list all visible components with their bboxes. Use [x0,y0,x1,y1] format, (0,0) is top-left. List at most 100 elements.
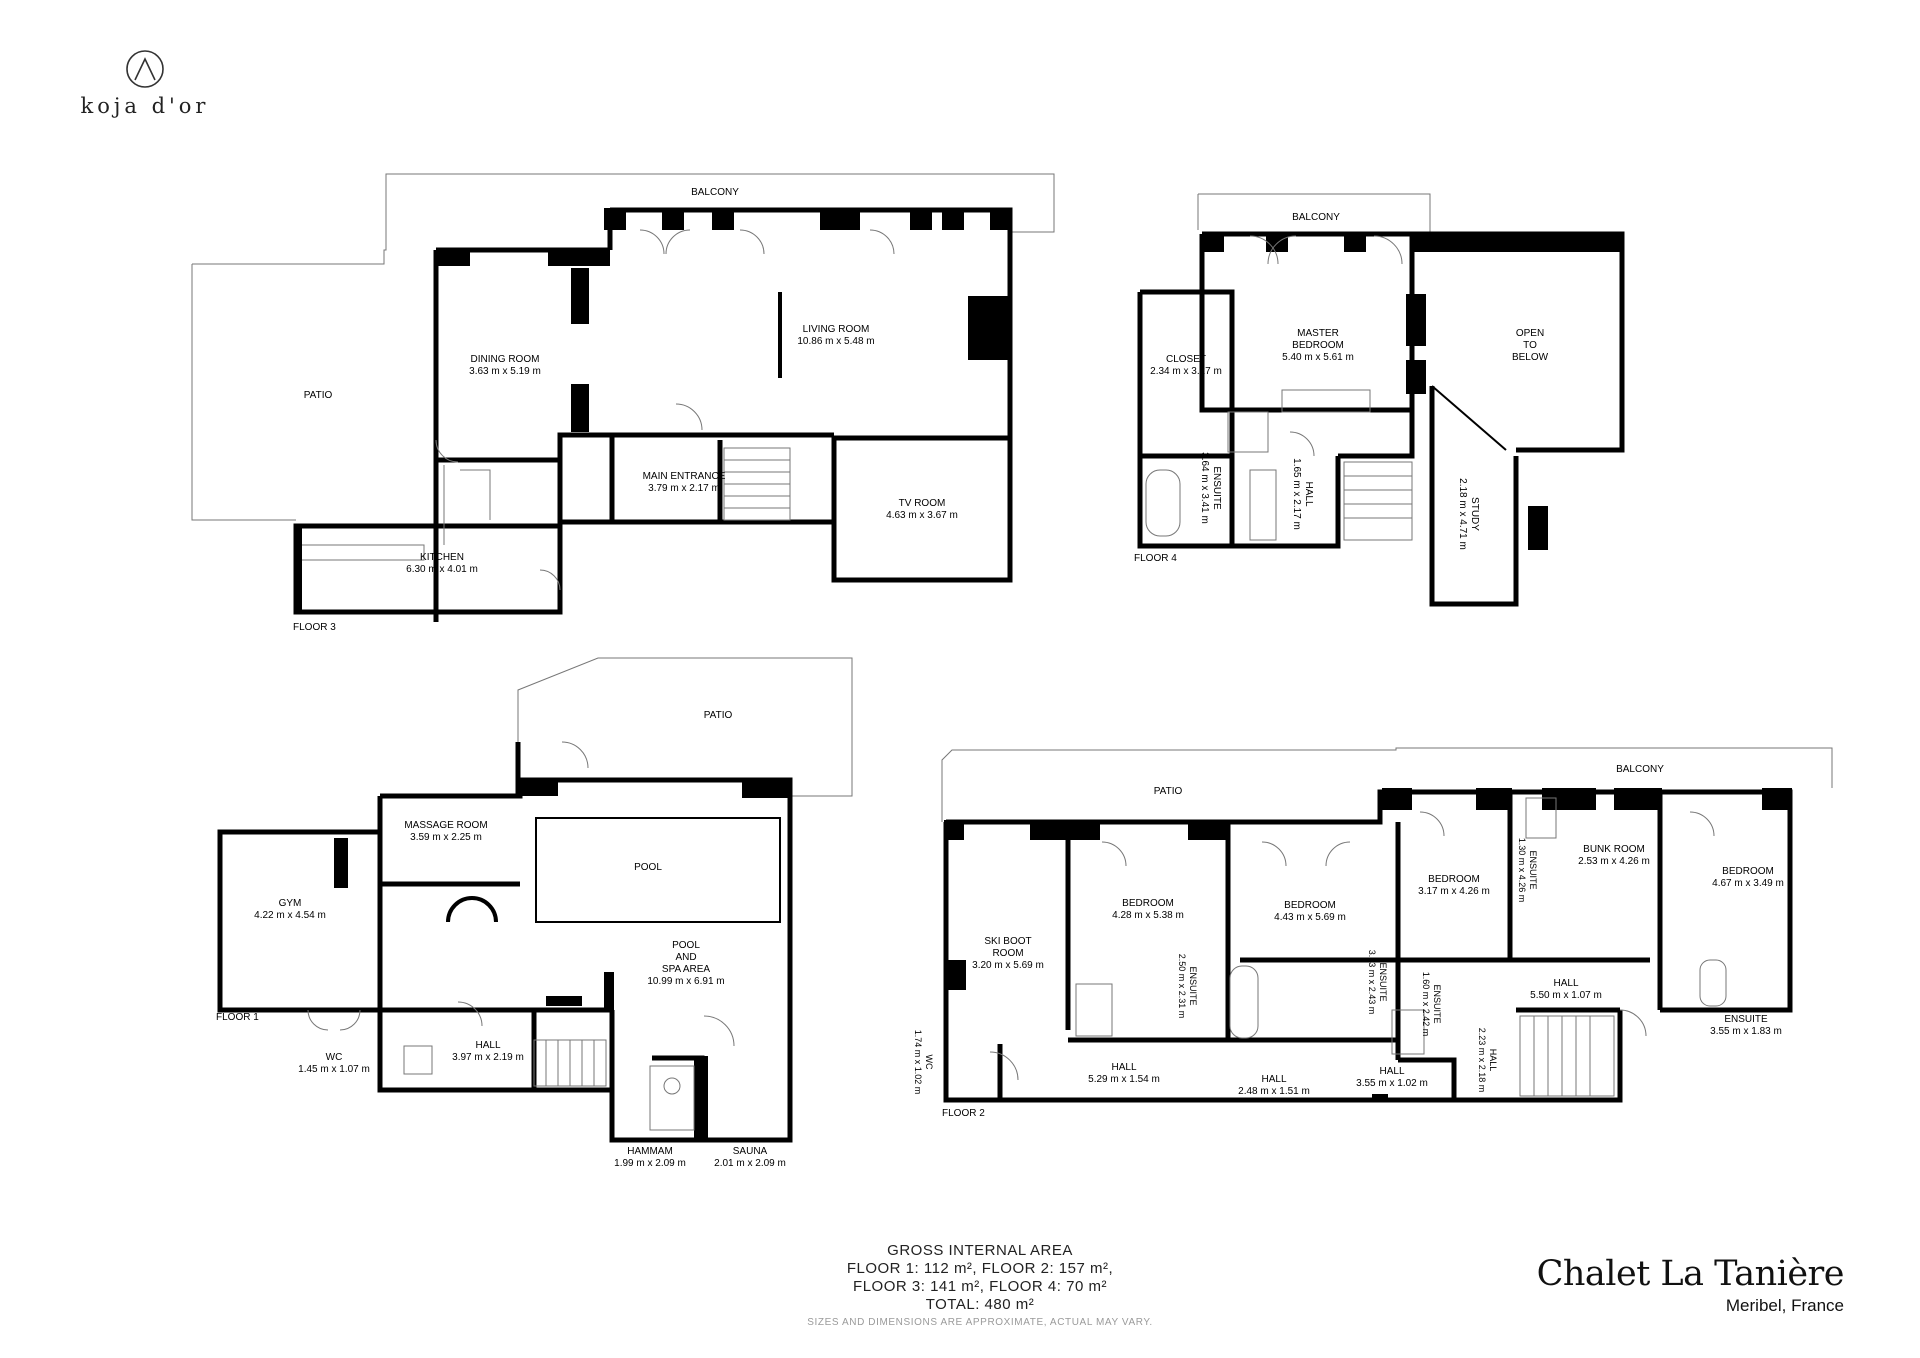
spa-name3: SPA AREA [662,964,711,975]
gia-heading: GROSS INTERNAL AREA [887,1242,1073,1259]
main-entrance-dims: 3.79 m x 2.17 m [648,483,720,494]
sauna-name: SAUNA [733,1146,768,1157]
ensuiteE-dims: 3.55 m x 1.83 m [1710,1026,1782,1037]
hallC-name: HALL [1379,1066,1404,1077]
master-bedroom-dims: 5.40 m x 5.61 m [1282,352,1354,363]
property-title-block: Chalet La Tanière Meribel, France [1537,1254,1845,1316]
hallE-dims: 5.50 m x 1.07 m [1530,990,1602,1001]
floor2-balcony-label: BALCONY [1616,764,1664,775]
main-entrance-name: MAIN ENTRANCE [643,471,726,482]
floor4-balcony-label: BALCONY [1292,212,1340,223]
bunk-room-name: BUNK ROOM [1583,844,1645,855]
dining-room-name: DINING ROOM [471,354,540,365]
pool-label: POOL [634,862,662,873]
massage-room-name: MASSAGE ROOM [404,820,487,831]
ensuiteC-dims: 1.60 m x 2.42 m [1421,972,1431,1037]
hammam-name: HAMMAM [627,1146,673,1157]
bed4-name: BEDROOM [1722,866,1774,877]
f4-ensuite-dims: 3.64 m x 3.41 m [1199,452,1210,524]
hallA-dims: 5.29 m x 1.54 m [1088,1074,1160,1085]
gross-internal-area: GROSS INTERNAL AREA FLOOR 1: 112 m², FLO… [700,1242,1260,1328]
ski-boot-dims: 3.20 m x 5.69 m [972,960,1044,971]
f2-wc-dims: 1.74 m x 1.02 m [913,1030,923,1095]
floor2-patio-label: PATIO [1154,786,1183,797]
study-name: STUDY [1469,497,1480,531]
ski-boot-name2: ROOM [992,948,1023,959]
gym-name: GYM [279,898,302,909]
kitchen-dims: 6.30 m x 4.01 m [406,564,478,575]
f1-hall-dims: 3.97 m x 2.19 m [452,1052,524,1063]
study-dims: 2.18 m x 4.71 m [1457,478,1468,550]
open-label-3: BELOW [1512,352,1549,363]
ensuiteE-name: ENSUITE [1724,1014,1768,1025]
gia-disclaimer: SIZES AND DIMENSIONS ARE APPROXIMATE, AC… [807,1317,1153,1328]
f1-wc-name: WC [326,1052,343,1063]
master-bedroom-name2: BEDROOM [1292,340,1344,351]
kitchen-name: KITCHEN [420,552,464,563]
f4-hall-dims: 1.65 m x 2.17 m [1291,458,1302,530]
massage-room-dims: 3.59 m x 2.25 m [410,832,482,843]
hallB-name: HALL [1261,1074,1286,1085]
floor3-label: FLOOR 3 [293,622,336,633]
floor3-plan: BALCONY PATIO DINING ROOM 3.63 m x 5.19 … [191,173,1055,633]
ski-boot-name1: SKI BOOT [984,936,1031,947]
gia-line-2: FLOOR 3: 141 m², FLOOR 4: 70 m² [853,1278,1107,1295]
hammam-dims: 1.99 m x 2.09 m [614,1158,686,1169]
gym-dims: 4.22 m x 4.54 m [254,910,326,921]
f1-wc-dims: 1.45 m x 1.07 m [298,1064,370,1075]
spa-name2: AND [675,952,696,963]
bed3-dims: 3.17 m x 4.26 m [1418,886,1490,897]
floor3-patio-label: PATIO [304,390,333,401]
property-location: Meribel, France [1725,1296,1844,1315]
floor1-label: FLOOR 1 [216,1012,259,1023]
open-label-2: TO [1523,340,1537,351]
bunk-room-dims: 2.53 m x 4.26 m [1578,856,1650,867]
ensuiteA-dims: 2.50 m x 2.31 m [1177,954,1187,1019]
f1-hall-name: HALL [475,1040,500,1051]
floor2-label: FLOOR 2 [942,1108,985,1119]
sauna-dims: 2.01 m x 2.09 m [714,1158,786,1169]
bed2-dims: 4.43 m x 5.69 m [1274,912,1346,923]
ensuiteA-name: ENSUITE [1188,966,1198,1005]
bed2-name: BEDROOM [1284,900,1336,911]
closet-name: CLOSET [1166,354,1206,365]
hallE-name: HALL [1553,978,1578,989]
hallB-dims: 2.48 m x 1.51 m [1238,1086,1310,1097]
floor4-plan: BALCONY MASTER BEDROOM 5.40 m x 5.61 m C… [1134,193,1625,607]
hallC-dims: 3.55 m x 1.02 m [1356,1078,1428,1089]
tv-room-name: TV ROOM [899,498,946,509]
living-room-dims: 10.86 m x 5.48 m [797,336,874,347]
floor1-plan: PATIO POOL MASSAGE ROOM 3.59 m x 2.25 m … [216,657,853,1169]
floor1-patio-label: PATIO [704,710,733,721]
bed1-dims: 4.28 m x 5.38 m [1112,910,1184,921]
ensuiteB-dims: 3.23 m x 2.43 m [1367,950,1377,1015]
dining-room-dims: 3.63 m x 5.19 m [469,366,541,377]
floor4-label: FLOOR 4 [1134,553,1177,564]
gia-line-1: FLOOR 1: 112 m², FLOOR 2: 157 m², [846,1260,1114,1277]
ensuiteC-name: ENSUITE [1432,984,1442,1023]
tv-room-dims: 4.63 m x 3.67 m [886,510,958,521]
open-label-1: OPEN [1516,328,1544,339]
bed4-dims: 4.67 m x 3.49 m [1712,878,1784,889]
spa-name1: POOL [672,940,700,951]
f4-hall-name: HALL [1303,481,1314,506]
ensuiteB-name: ENSUITE [1378,962,1388,1001]
f2-wc-name: WC [924,1055,934,1070]
living-room-name: LIVING ROOM [803,324,870,335]
hallD-name: HALL [1488,1049,1498,1072]
f4-ensuite-name: ENSUITE [1211,466,1222,510]
gia-total: TOTAL: 480 m² [925,1296,1035,1313]
triangle-circle-icon [126,50,164,88]
hallA-name: HALL [1111,1062,1136,1073]
master-bedroom-name1: MASTER [1297,328,1339,339]
brand-logo: koja d'or [60,48,230,118]
closet-dims: 2.34 m x 3.27 m [1150,366,1222,377]
spa-dims: 10.99 m x 6.91 m [647,976,724,987]
floor3-balcony-label: BALCONY [691,187,739,198]
hallD-dims: 2.23 m x 2.18 m [1477,1028,1487,1093]
brand-name: koja d'or [80,94,210,118]
bed1-name: BEDROOM [1122,898,1174,909]
ensuiteD-dims: 1.30 m x 4.26 m [1517,838,1527,903]
ensuiteD-name: ENSUITE [1528,850,1538,889]
